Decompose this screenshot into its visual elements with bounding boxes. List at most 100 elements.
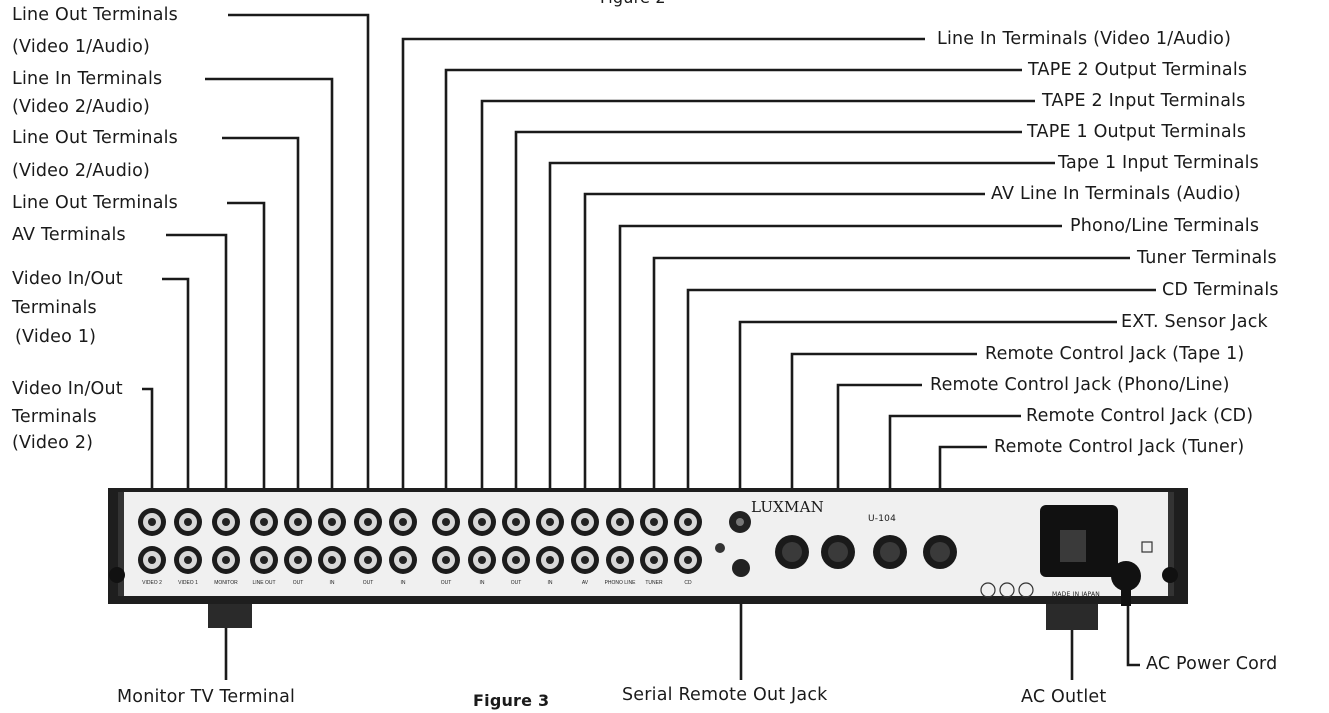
label-line-in-video2: Line In Terminals — [12, 69, 163, 89]
panel-jack-label: LINE OUT — [252, 580, 275, 586]
rca-jack-pin — [148, 556, 156, 564]
rca-jack-pin — [399, 556, 407, 564]
rca-jack-pin — [512, 518, 520, 526]
ac-power-cord — [1121, 576, 1131, 606]
label-ac-outlet: AC Outlet — [1021, 687, 1107, 707]
rca-jack-pin — [184, 518, 192, 526]
panel-jack-label: IN — [401, 580, 406, 586]
rca-jack-pin — [328, 556, 336, 564]
panel-jack-label: IN — [548, 580, 553, 586]
panel-jack-label: PHONO LINE — [605, 580, 637, 586]
leader-line-in-video1 — [401, 37, 925, 500]
label-ac-power-cord: AC Power Cord — [1146, 654, 1278, 674]
right-foot — [1046, 600, 1098, 630]
rca-jack-pin — [294, 518, 302, 526]
din-remote-jack-center — [828, 542, 848, 562]
rca-jack-pin — [616, 518, 624, 526]
panel-edge-left — [118, 492, 124, 596]
leader-line-out-video2 — [222, 136, 300, 500]
label-video-io-1: Video In/Out — [12, 269, 123, 289]
leader-remote-tape1 — [790, 352, 977, 540]
double-insulation-mark — [1141, 541, 1153, 553]
cert-mark-2 — [999, 582, 1015, 598]
panel-jack-label: CD — [684, 580, 692, 586]
panel-jack-label: VIDEO 2 — [142, 580, 162, 586]
leader-video-io-1 — [162, 277, 190, 500]
label-tape2-output: TAPE 2 Output Terminals — [1028, 60, 1248, 80]
screw-left — [109, 567, 125, 583]
rca-jack-pin — [222, 518, 230, 526]
rca-jack-pin — [222, 556, 230, 564]
din-remote-jack-center — [930, 542, 950, 562]
rca-jack-pin — [328, 518, 336, 526]
leader-video-io-2 — [142, 387, 154, 500]
leader-line-out-video1 — [228, 13, 370, 500]
label-av-terminals: AV Terminals — [12, 225, 126, 245]
label-line-out-video2-sub: (Video 2/Audio) — [12, 161, 151, 181]
rca-jack-pin — [260, 556, 268, 564]
label-line-out-video1-sub: (Video 1/Audio) — [12, 37, 151, 57]
label-video-io-1-c: (Video 1) — [15, 327, 97, 347]
label-line-in-video1: Line In Terminals (Video 1/Audio) — [937, 29, 1232, 49]
top-figure-label: Figure 2 — [600, 0, 666, 9]
label-video-io-2: Video In/Out — [12, 379, 123, 399]
rca-jack-pin — [364, 518, 372, 526]
rca-jack-pin — [184, 556, 192, 564]
label-remote-tuner: Remote Control Jack (Tuner) — [994, 437, 1245, 457]
rca-jack-pin — [546, 556, 554, 564]
rca-jack-pin — [684, 518, 692, 526]
label-tape2-input: TAPE 2 Input Terminals — [1042, 91, 1246, 111]
rca-jack-pin — [650, 518, 658, 526]
panel-jack-label: MONITOR — [214, 580, 238, 586]
rca-jack-pin — [581, 556, 589, 564]
label-video-io-2-c: (Video 2) — [12, 433, 94, 453]
leader-phono-line — [618, 224, 1062, 500]
made-in-label: MADE IN JAPAN — [1052, 591, 1100, 598]
rca-jack-pin — [260, 518, 268, 526]
rca-jack-pin — [148, 518, 156, 526]
ac-outlet-slot — [1060, 530, 1086, 562]
leader-line-in-video2 — [205, 77, 334, 500]
leader-line-out — [227, 201, 266, 500]
label-serial-remote: Serial Remote Out Jack — [622, 685, 828, 705]
figure-caption: Figure 3 — [473, 691, 550, 710]
label-remote-tape1: Remote Control Jack (Tape 1) — [985, 344, 1245, 364]
leader-av-line-in — [583, 192, 985, 540]
rca-jack-pin — [684, 556, 692, 564]
din-jack-group — [775, 535, 957, 569]
rca-jack-pin — [478, 556, 486, 564]
panel-edge-right — [1168, 492, 1174, 596]
label-remote-cd: Remote Control Jack (CD) — [1026, 406, 1254, 426]
rca-jack-group: VIDEO 2 VIDEO 1 MONITOR LINE OUT OUT IN OUT IN O… — [138, 508, 702, 586]
panel-jack-label: OUT — [511, 580, 522, 586]
label-monitor-tv: Monitor TV Terminal — [117, 687, 296, 707]
panel-screw-small — [715, 543, 725, 553]
din-remote-jack-center — [880, 542, 900, 562]
rca-jack-pin — [442, 518, 450, 526]
rca-jack-pin — [581, 518, 589, 526]
cert-mark-1 — [980, 582, 996, 598]
din-remote-jack-center — [782, 542, 802, 562]
label-tape1-output: TAPE 1 Output Terminals — [1027, 122, 1247, 142]
leader-av — [166, 233, 228, 500]
panel-jack-label: OUT — [293, 580, 304, 586]
panel-jack-label: IN — [330, 580, 335, 586]
rca-jack-pin — [399, 518, 407, 526]
leader-tape1-in — [548, 161, 1055, 540]
rca-jack-pin — [478, 518, 486, 526]
leader-tape2-out — [444, 68, 1022, 500]
panel-jack-label: OUT — [441, 580, 452, 586]
brand-logo: LUXMAN — [751, 498, 824, 516]
leader-cd — [686, 288, 1156, 500]
rca-jack-pin — [294, 556, 302, 564]
leader-ac-cord — [1126, 580, 1140, 667]
rca-jack-pin — [616, 556, 624, 564]
rca-jack-pin — [364, 556, 372, 564]
label-line-out: Line Out Terminals — [12, 193, 178, 213]
left-foot — [208, 600, 252, 628]
ext-sensor-jack-center — [736, 518, 744, 526]
panel-jack-label: AV — [582, 580, 589, 586]
panel-jack-label: VIDEO 1 — [178, 580, 198, 586]
